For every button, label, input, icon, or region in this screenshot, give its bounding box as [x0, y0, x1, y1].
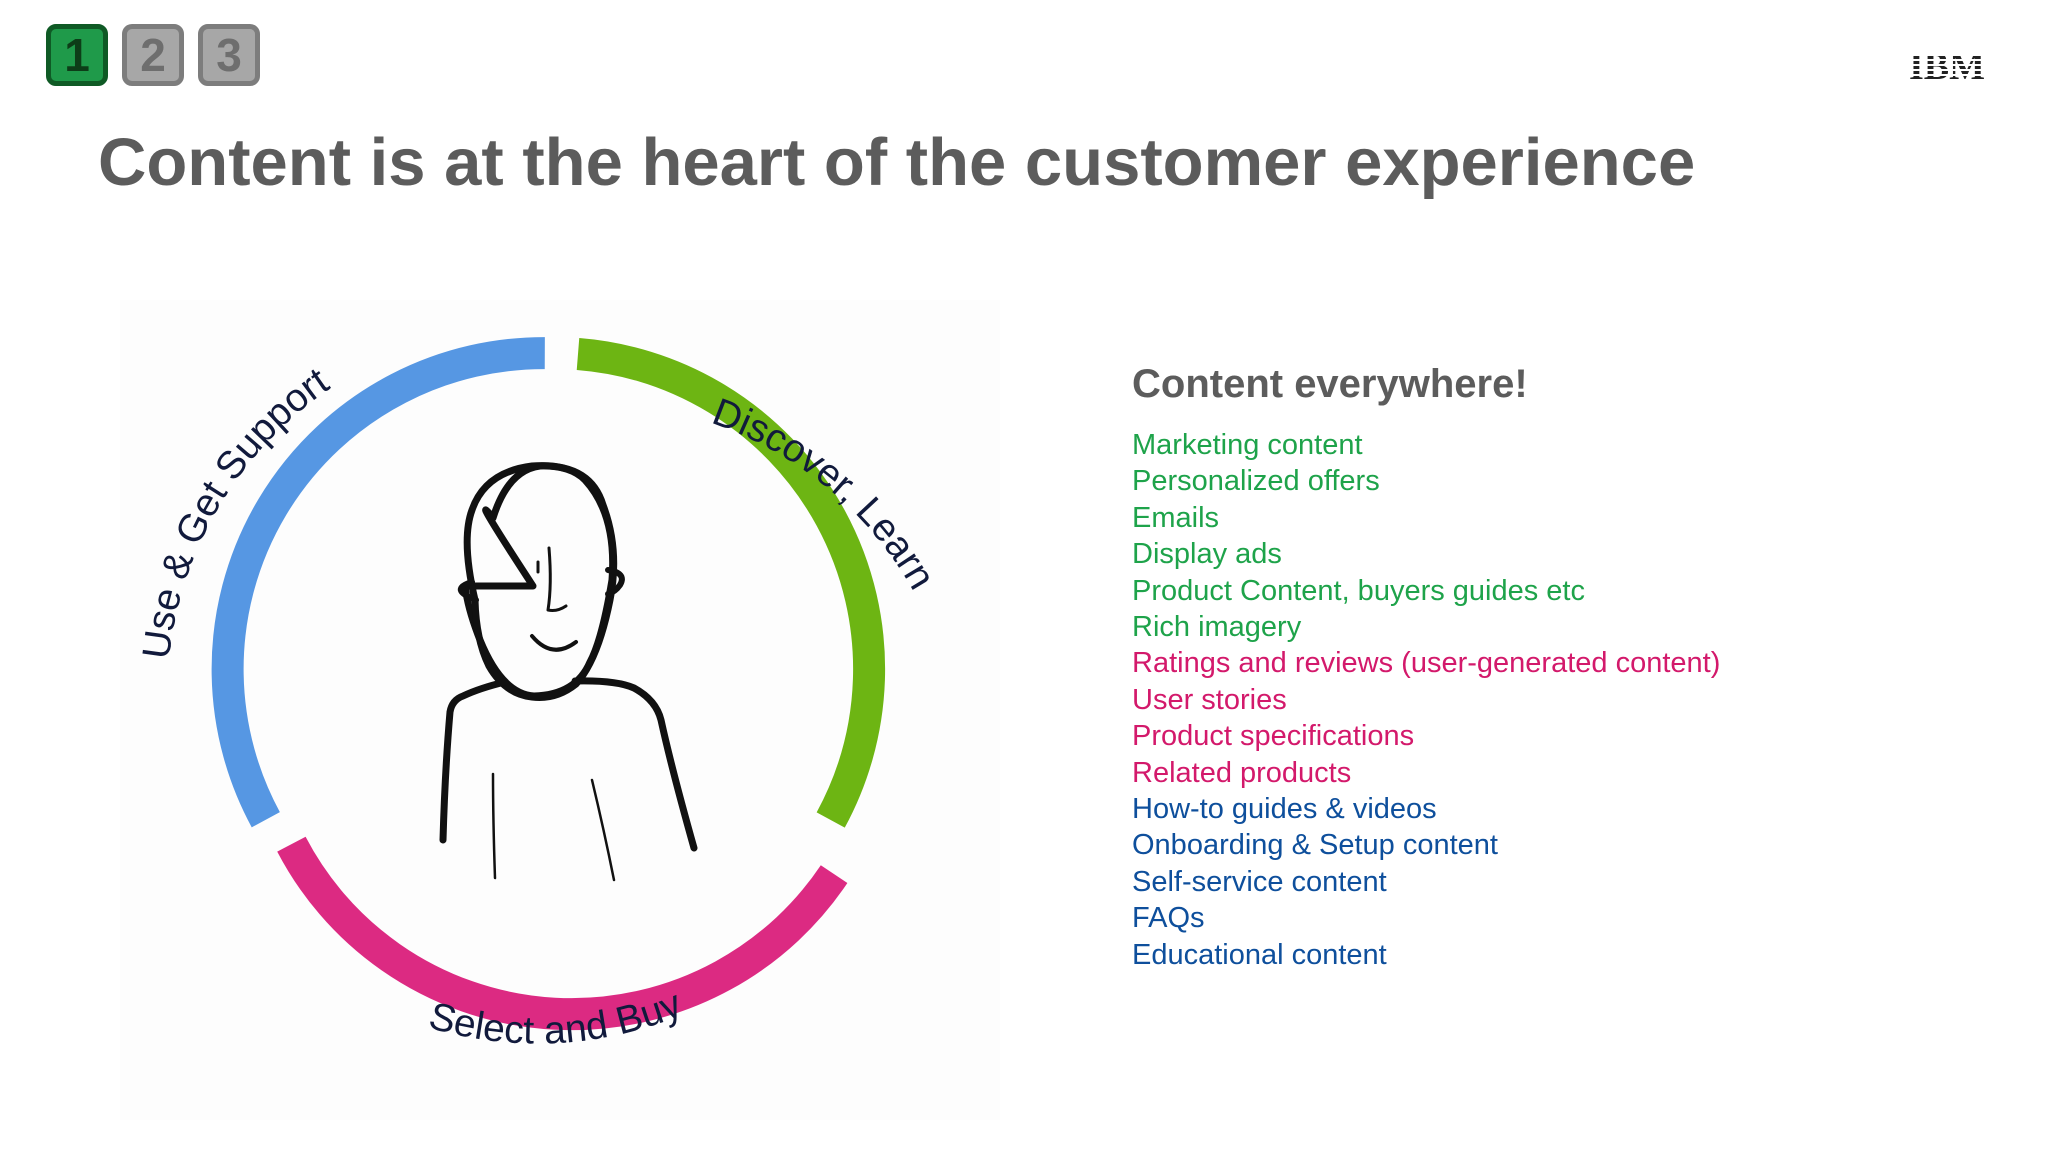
page-title: Content is at the heart of the customer …: [98, 125, 1696, 200]
sketch-right-shoulder: [571, 677, 698, 852]
customer-journey-diagram: Discover, Learn Select and Buy Use & Get…: [120, 300, 1000, 1120]
ibm-logo: IBM: [1909, 46, 1985, 86]
content-item-rich-imagery: Rich imagery: [1132, 611, 1302, 644]
sketch-right-torso-line: [590, 778, 616, 882]
sketch-right-ear: [605, 567, 625, 597]
step-2-button[interactable]: 2: [122, 24, 184, 86]
content-item-display-ads: Display ads: [1132, 538, 1282, 571]
journey-cycle-graphic: Discover, Learn Select and Buy Use & Get…: [135, 337, 943, 1053]
use-and-get-support-arc: [211, 337, 545, 828]
stage-label-discover-learn: Discover, Learn: [707, 390, 943, 596]
customer-sketch: [439, 462, 698, 882]
ibm-logo-text: IBM: [1909, 46, 1985, 86]
content-everywhere-panel: Content everywhere! Marketing content Pe…: [1132, 362, 1720, 973]
step-1-button[interactable]: 1: [46, 24, 108, 86]
step-3-button[interactable]: 3: [198, 24, 260, 86]
content-item-personalized-offers: Personalized offers: [1132, 465, 1380, 498]
sketch-left-ear: [457, 579, 479, 603]
content-item-educational: Educational content: [1132, 938, 1387, 971]
step-navigation: 1 2 3: [46, 24, 260, 86]
select-and-buy-arc: [277, 836, 848, 1031]
content-item-onboarding-setup: Onboarding & Setup content: [1132, 829, 1498, 862]
content-item-product-specifications: Product specifications: [1132, 720, 1415, 753]
content-item-self-service: Self-service content: [1132, 865, 1387, 898]
sketch-head-outline: [463, 462, 618, 701]
content-item-emails: Emails: [1132, 501, 1220, 534]
content-item-related-products: Related products: [1132, 756, 1352, 789]
content-types-list: Marketing content Personalized offers Em…: [1132, 427, 1720, 973]
sketch-left-shoulder: [439, 678, 509, 844]
content-item-faqs: FAQs: [1132, 902, 1205, 935]
content-item-marketing: Marketing content: [1132, 429, 1363, 461]
content-item-ratings-reviews: Ratings and reviews (user-generated cont…: [1132, 647, 1721, 680]
discover-learn-arc: [576, 338, 886, 828]
content-panel-heading: Content everywhere!: [1132, 362, 1528, 406]
sketch-left-torso-line: [491, 772, 497, 880]
content-item-product-content: Product Content, buyers guides etc: [1132, 574, 1585, 607]
sketch-mouth: [530, 634, 578, 652]
sketch-nose: [546, 546, 568, 612]
content-item-how-to-guides: How-to guides & videos: [1132, 793, 1437, 826]
content-item-user-stories: User stories: [1132, 683, 1287, 716]
